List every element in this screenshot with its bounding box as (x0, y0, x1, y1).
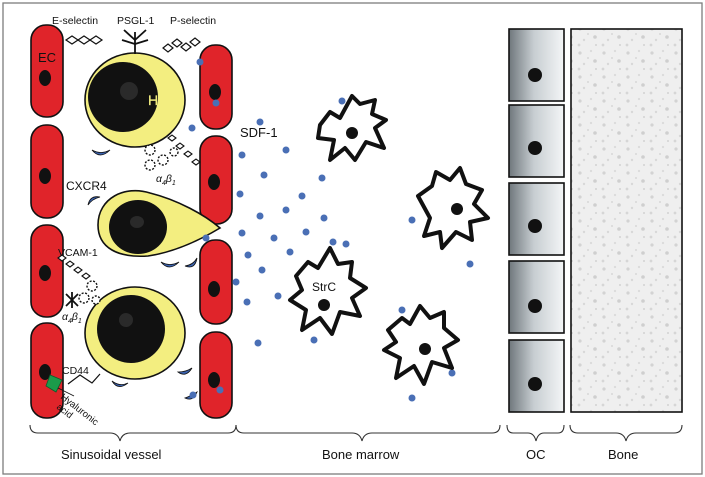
vcam1-label: VCAM-1 (58, 247, 98, 259)
endothelial-cells-left (30, 24, 64, 419)
ec-nucleus (209, 84, 221, 100)
osteoblast-cell (508, 182, 565, 256)
hsc-nucleolus (119, 313, 133, 327)
hsc-migrating (97, 189, 222, 258)
psgl1-label: PSGL-1 (117, 15, 155, 27)
sdf1-label: SDF-1 (240, 125, 278, 140)
stromal-cell (288, 246, 368, 336)
hsc-nucleolus (130, 216, 144, 228)
integrin-gear-icon (144, 144, 179, 171)
cd44-molecule (67, 373, 101, 385)
hsc-nucleolus (120, 82, 138, 100)
region-label-sinusoidal-vessel: Sinusoidal vessel (61, 447, 162, 462)
osteoblast-cell (508, 260, 565, 334)
integrin-a4b1-label-upper: α4β1 (156, 173, 176, 187)
osteoblast-nucleus (528, 377, 542, 391)
osteoblast-nucleus (528, 141, 542, 155)
bone-region (570, 28, 683, 413)
region-label-oc: OC (526, 447, 546, 462)
strc-label: StrC (312, 280, 336, 294)
brace-oc (506, 424, 565, 442)
ec-nucleus (39, 364, 51, 380)
asterisk-marker (65, 292, 79, 308)
ec-nucleus (208, 372, 220, 388)
region-label-bone-marrow: Bone marrow (322, 447, 400, 462)
osteoblast-cell (508, 339, 565, 413)
psgl1-molecule (121, 29, 149, 54)
ec-nucleus (208, 174, 220, 190)
stromal-cell (416, 166, 490, 250)
region-label-bone: Bone (608, 447, 638, 462)
stromal-cell (316, 94, 388, 162)
cxcr4-receptors (87, 149, 198, 400)
hsc-nucleus (97, 295, 165, 363)
ec-nucleus (208, 281, 220, 297)
hsc-label: HSC (148, 92, 178, 108)
ec-nucleus (39, 265, 51, 281)
vcam1-molecule-lower (57, 254, 91, 280)
osteoblast-column (508, 28, 565, 413)
vcam1-molecule-upper (167, 134, 201, 166)
ec-nucleus (39, 168, 51, 184)
ec-label: EC (38, 50, 56, 65)
hsc-bottom (84, 286, 186, 380)
hyaluronic-leader-line (57, 387, 75, 397)
brace-bone (569, 424, 683, 442)
e-selectin-label: E-selectin (52, 15, 98, 27)
osteoblast-nucleus (528, 68, 542, 82)
ec-nucleus (39, 70, 51, 86)
endothelial-cells-right (199, 44, 233, 419)
brace-bone-marrow (235, 424, 501, 442)
p-selectin-label: P-selectin (170, 15, 216, 27)
brace-sinusoidal (29, 424, 237, 442)
hyaluronic-acid-marker (45, 374, 63, 393)
integrin-a4b1-label-lower: α4β1 (62, 311, 82, 325)
osteoblast-cell (508, 104, 565, 178)
cd44-label: CD44 (62, 365, 89, 377)
e-selectin-molecule (64, 35, 104, 45)
stromal-cell (382, 304, 460, 386)
sdf1-chemokine-dots (188, 58, 474, 402)
osteoblast-nucleus (528, 299, 542, 313)
osteoblast-nucleus (528, 219, 542, 233)
integrin-gear-icon (78, 280, 101, 305)
hsc-top (84, 52, 186, 148)
p-selectin-molecule (162, 37, 201, 53)
cxcr4-label: CXCR4 (66, 179, 107, 193)
region-braces (29, 424, 683, 442)
osteoblast-cell (508, 28, 565, 102)
